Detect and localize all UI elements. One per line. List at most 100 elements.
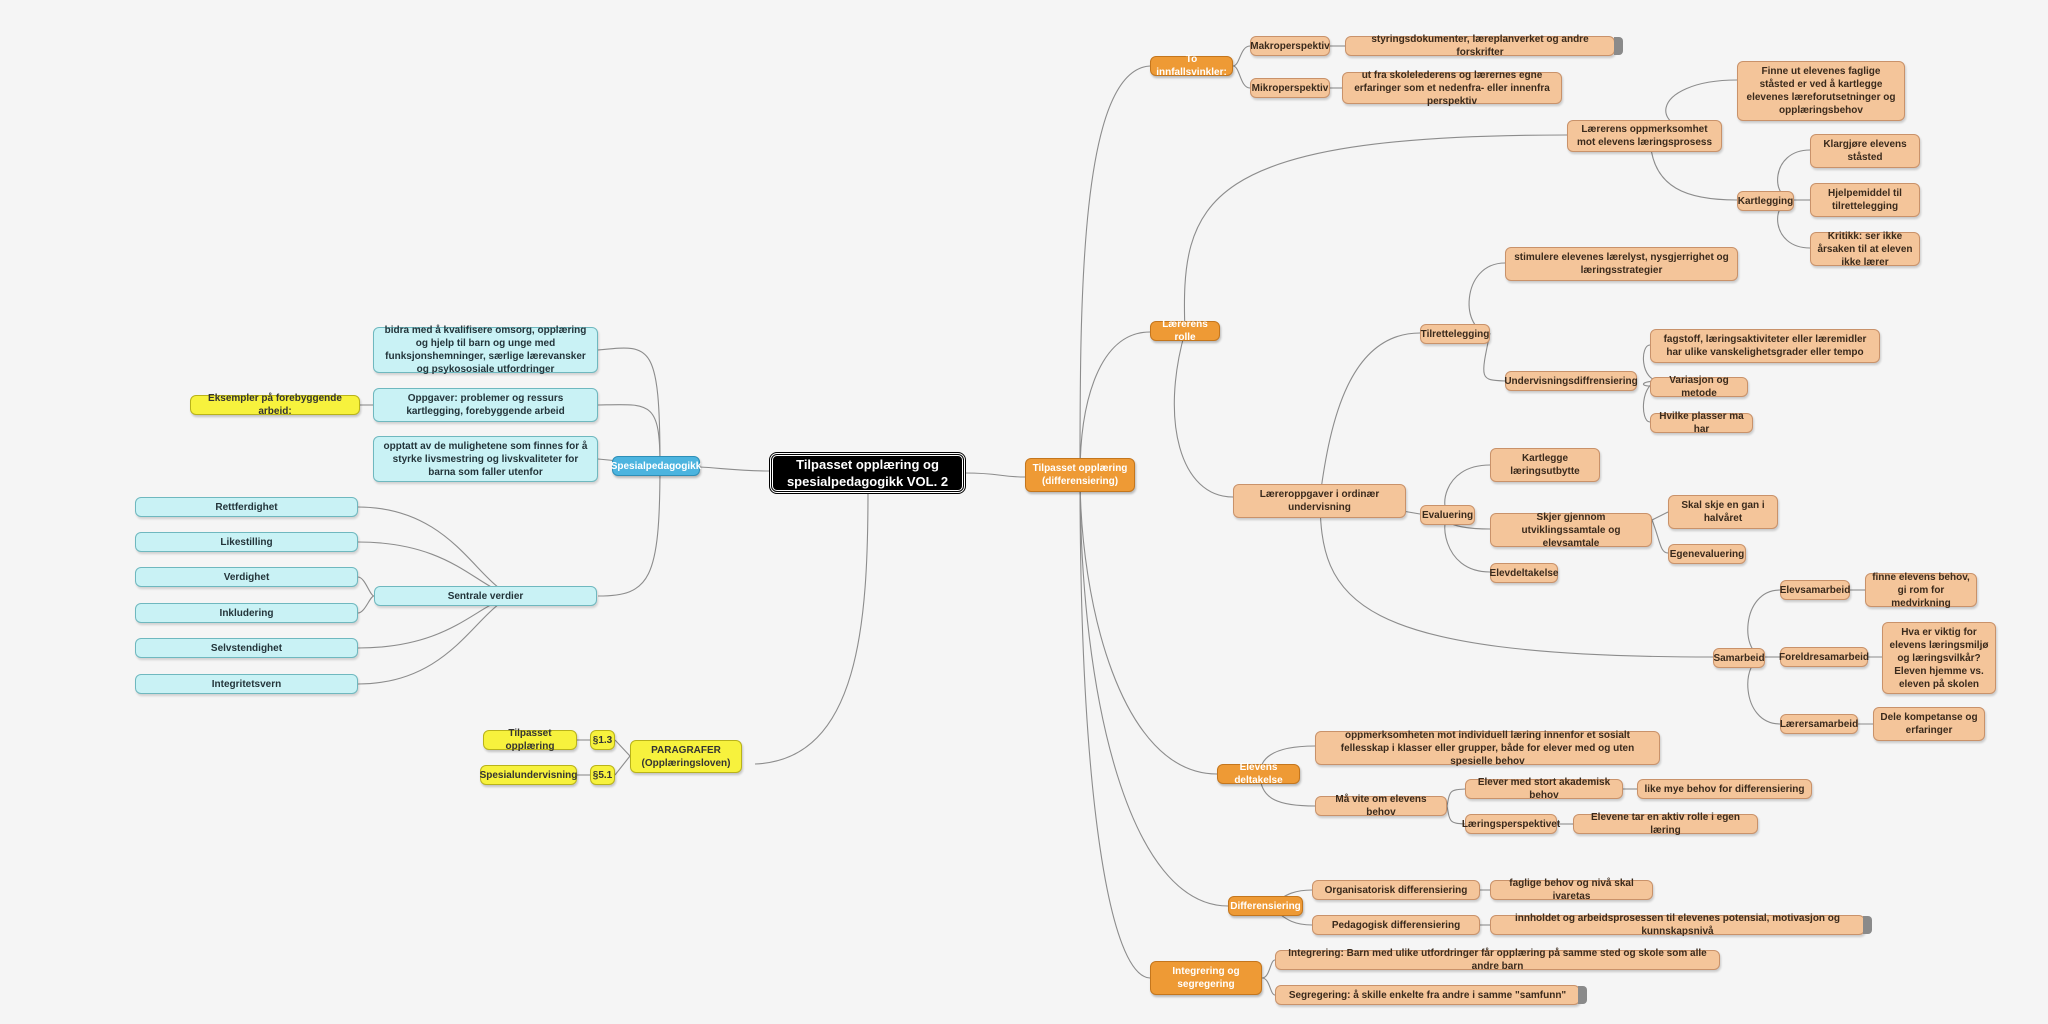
topic-label: Skjer gjennom utviklingssamtale og elevs… — [1521, 511, 1621, 549]
topic-organisatorisk[interactable]: Organisatorisk differensiering — [1312, 880, 1480, 900]
topic-bidra[interactable]: bidra med å kvalifisere omsorg, opplærin… — [373, 325, 598, 375]
topic-label: Kartlegge læringsutbytte — [1510, 453, 1580, 477]
value-verdighet[interactable]: Verdighet — [135, 567, 358, 587]
topic-label: Hjelpemiddel til tilrettelegging — [1828, 188, 1902, 212]
topic-label: Egenevaluering — [1669, 548, 1745, 560]
topic-halvaret[interactable]: Skal skje en gan i halvåret — [1668, 495, 1778, 529]
topic-finne-ut[interactable]: Finne ut elevenes faglige ståsted er ved… — [1737, 61, 1905, 121]
topic-label: Evaluering — [1421, 509, 1474, 521]
topic-innholdet[interactable]: innholdet og arbeidsprosessen til eleven… — [1490, 913, 1865, 937]
topic-segregering[interactable]: Segregering: å skille enkelte fra andre … — [1275, 985, 1580, 1005]
topic-stort-akademisk[interactable]: Elever med stort akademisk behov — [1465, 777, 1623, 801]
collapse-tab[interactable] — [1614, 37, 1623, 55]
topic-hvilke[interactable]: Hvilke plasser ma har — [1650, 411, 1753, 435]
topic-oppmerksomhet[interactable]: Lærerens oppmerksomhet mot elevens lærin… — [1567, 120, 1722, 152]
topic-samarbeid[interactable]: Samarbeid — [1713, 648, 1765, 668]
topic-label: Kartlegging — [1737, 195, 1794, 207]
topic-laerers-rolle[interactable]: Lærerens rolle — [1150, 319, 1220, 343]
topic-mikroperspektiv[interactable]: Mikroperspektiv — [1250, 78, 1330, 98]
topic-elevens-deltakelse[interactable]: Elevens deltakelse — [1217, 762, 1300, 786]
topic-hva-viktig[interactable]: Hva er viktig for elevens læringsmiljø o… — [1882, 622, 1996, 694]
topic-label: bidra med å kvalifisere omsorg, opplærin… — [384, 325, 587, 375]
topic-makroperspektiv[interactable]: Makroperspektiv — [1250, 36, 1330, 56]
topic-label: Finne ut elevenes faglige ståsted er ved… — [1746, 66, 1896, 116]
topic-laeringsperspektivet[interactable]: Læringsperspektivet — [1461, 814, 1561, 834]
topic-elevsamarbeid[interactable]: Elevsamarbeid — [1780, 580, 1850, 600]
topic-makroperspektiv-desc[interactable]: styringsdokumenter, læreplanverket og an… — [1345, 34, 1615, 58]
topic-klargjore[interactable]: Klargjøre elevens ståsted — [1810, 134, 1920, 168]
topic-ma-vite[interactable]: Må vite om elevens behov — [1315, 794, 1447, 818]
topic-label: Mikroperspektiv — [1251, 82, 1329, 94]
topic-paragraf-5-1[interactable]: §5.1 — [590, 765, 615, 785]
topic-label: opptatt av de mulighetene som finnes for… — [383, 440, 588, 478]
topic-aktiv-rolle[interactable]: Elevene tar en aktiv rolle i egen læring — [1573, 812, 1758, 836]
topic-label: faglige behov og nivå skal ivaretas — [1509, 878, 1634, 902]
topic-label: fagstoff, læringsaktiviteter eller lærem… — [1663, 334, 1867, 358]
topic-label: finne elevens behov, gi rom for medvirkn… — [1872, 571, 1970, 609]
topic-label: Spesialundervisning — [479, 769, 578, 781]
topic-foreldresamarbeid[interactable]: Foreldresamarbeid — [1779, 647, 1869, 667]
collapse-tab[interactable] — [1578, 986, 1587, 1004]
topic-label: Rettferdighet — [215, 501, 278, 513]
topic-label: §5.1 — [592, 769, 613, 781]
topic-paragrafer[interactable]: PARAGRAFER (Opplæringsloven) — [630, 740, 742, 773]
topic-stimulere[interactable]: stimulere elevenes lærelyst, nysgjerrigh… — [1505, 247, 1738, 281]
topic-label: Læringsperspektivet — [1461, 818, 1561, 830]
topic-differensiering[interactable]: Differensiering — [1228, 896, 1303, 916]
topic-mikroperspektiv-desc[interactable]: ut fra skolelederens og lærernes egne er… — [1342, 70, 1562, 107]
topic-egenevaluering[interactable]: Egenevaluering — [1668, 544, 1746, 564]
topic-label: oppmerksomheten mot individuell læring i… — [1340, 729, 1635, 767]
topic-laerersamarbeid[interactable]: Lærersamarbeid — [1780, 714, 1858, 734]
value-selvstendighet[interactable]: Selvstendighet — [135, 638, 358, 658]
topic-dele-kompetanse[interactable]: Dele kompetanse og erfaringer — [1873, 707, 1985, 741]
topic-laereroppgaver[interactable]: Læreroppgaver i ordinær undervisning — [1233, 484, 1406, 518]
topic-tilpasset-opplaering-lov[interactable]: Tilpasset opplæring — [483, 728, 577, 752]
topic-oppmerksomheten[interactable]: oppmerksomheten mot individuell læring i… — [1315, 729, 1660, 767]
topic-eksempler[interactable]: Eksempler på forebyggende arbeid: — [190, 393, 360, 417]
topic-variasjon[interactable]: Variasjon og metode — [1650, 375, 1748, 399]
topic-label: Lærerens oppmerksomhet mot elevens lærin… — [1576, 124, 1713, 148]
central-topic[interactable]: Tilpasset opplæring og spesialpedagogikk… — [769, 452, 966, 494]
topic-label: Variasjon og metode — [1669, 375, 1729, 399]
topic-oppgaver[interactable]: Oppgaver: problemer og ressurs kartleggi… — [373, 388, 598, 422]
topic-spesialpedagogikk[interactable]: Spesialpedagogikk — [611, 456, 701, 476]
topic-fagstoff[interactable]: fagstoff, læringsaktiviteter eller lærem… — [1650, 329, 1880, 363]
topic-hjelpemiddel[interactable]: Hjelpemiddel til tilrettelegging — [1810, 183, 1920, 217]
topic-evaluering[interactable]: Evaluering — [1420, 505, 1475, 525]
topic-label: Segregering: å skille enkelte fra andre … — [1288, 989, 1567, 1001]
topic-finne-behov[interactable]: finne elevens behov, gi rom for medvirkn… — [1865, 571, 1977, 609]
topic-label: §1.3 — [592, 734, 613, 746]
topic-label: innholdet og arbeidsprosessen til eleven… — [1514, 913, 1841, 937]
topic-label: Verdighet — [223, 571, 270, 583]
topic-label: Læreroppgaver i ordinær undervisning — [1259, 489, 1380, 513]
topic-label: Oppgaver: problemer og ressurs kartleggi… — [406, 393, 565, 417]
topic-opptatt[interactable]: opptatt av de mulighetene som finnes for… — [373, 436, 598, 482]
topic-innfallsvinkler[interactable]: To innfallsvinkler: — [1150, 54, 1233, 78]
topic-kartlegge-utbytte[interactable]: Kartlegge læringsutbytte — [1490, 448, 1600, 482]
topic-label: Differensiering — [1230, 900, 1301, 912]
value-likestilling[interactable]: Likestilling — [135, 532, 358, 552]
topic-spesialundervisning[interactable]: Spesialundervisning — [480, 765, 577, 785]
topic-like-mye[interactable]: like mye behov for differensiering — [1637, 779, 1812, 799]
value-inkludering[interactable]: Inkludering — [135, 603, 358, 623]
topic-integrering-segregering[interactable]: Integrering og segregering — [1150, 961, 1262, 995]
topic-sentrale-verdier[interactable]: Sentrale verdier — [374, 586, 597, 606]
topic-kritikk[interactable]: Kritikk: ser ikke årsaken til at eleven … — [1810, 231, 1920, 268]
topic-paragraf-1-3[interactable]: §1.3 — [590, 730, 615, 750]
topic-kartlegging[interactable]: Kartlegging — [1737, 191, 1794, 211]
topic-tilrettelegging[interactable]: Tilrettelegging — [1420, 324, 1490, 344]
value-rettferdighet[interactable]: Rettferdighet — [135, 497, 358, 517]
topic-pedagogisk[interactable]: Pedagogisk differensiering — [1312, 915, 1480, 935]
topic-undervisningsdiff[interactable]: Undervisningsdiffrensiering — [1504, 371, 1638, 391]
topic-label: Likestilling — [220, 536, 273, 548]
topic-label: Elever med stort akademisk behov — [1477, 777, 1611, 801]
topic-faglige-behov[interactable]: faglige behov og nivå skal ivaretas — [1490, 878, 1653, 902]
collapse-tab[interactable] — [1863, 916, 1872, 934]
topic-label: Tilpasset opplæring — [505, 728, 555, 752]
topic-utviklingssamtale[interactable]: Skjer gjennom utviklingssamtale og elevs… — [1490, 511, 1652, 549]
topic-label: Makroperspektiv — [1250, 40, 1330, 52]
topic-tilpasset-opplaering[interactable]: Tilpasset opplæring (differensiering) — [1025, 458, 1135, 492]
topic-integrering[interactable]: Integrering: Barn med ulike utfordringer… — [1275, 948, 1720, 972]
value-integritetsvern[interactable]: Integritetsvern — [135, 674, 358, 694]
topic-elevdeltakelse[interactable]: Elevdeltakelse — [1490, 563, 1558, 583]
